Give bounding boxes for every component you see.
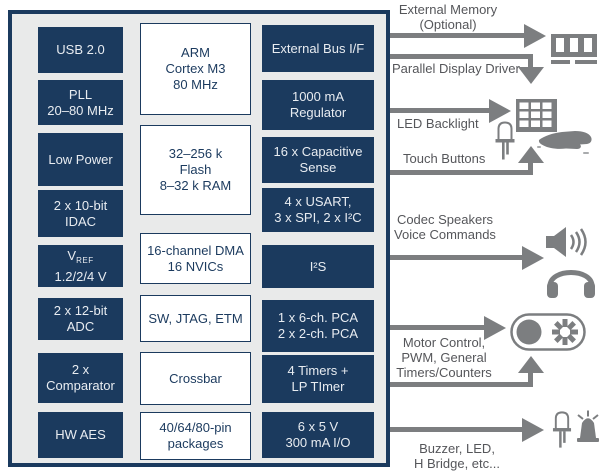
speaker-icon [546,227,587,257]
arrowhead-down-icon [518,67,544,84]
block-label: Low Power [48,151,113,167]
block-pca: 1 x 6-ch. PCA 2 x 2-ch. PCA [262,300,374,352]
block-label: 6 x 5 V 300 mA I/O [285,419,351,450]
arrowhead-right-icon [489,99,511,123]
arrowhead-right-icon [524,24,546,48]
block-flash-ram: 32–256 k Flash 8–32 k RAM [140,125,251,215]
arrow-motor [390,325,484,330]
display-grid-icon [516,99,557,132]
memory-module-icon [551,34,597,64]
arrow-external-memory [390,33,524,38]
block-label: PLL 20–80 MHz [47,86,114,118]
block-hw-aes: HW AES [38,412,123,458]
arrowhead-right-icon [522,246,544,270]
block-label: 2 x Comparator [46,362,115,393]
vref-subscript: REF [76,255,94,265]
arrow-parallel-display [390,54,533,59]
block-label: 1000 mA Regulator [289,89,347,120]
headphones-icon [547,270,595,298]
arrow-buzzer [390,427,522,432]
block-label: ARM Cortex M3 80 MHz [165,45,226,92]
block-usart-spi-i2c: 4 x USART, 3 x SPI, 2 x I²C [262,188,374,232]
arrowhead-right-icon [522,418,544,442]
arrow-touch-buttons [390,170,533,175]
block-label: 1 x 6-ch. PCA 2 x 2-ch. PCA [277,310,359,341]
label-buzzer-led: Buzzer, LED, H Bridge, etc... [414,441,500,471]
led-icon [552,411,572,448]
touch-hand-icon [537,131,592,154]
block-i2s: I²S [262,245,374,288]
block-low-power: Low Power [38,133,123,186]
block-packages: 40/64/80-pin packages [140,412,251,460]
arrow-led-backlight [390,108,489,113]
block-comparator: 2 x Comparator [38,353,123,403]
block-vref: VREF 1.2/2/4 V [38,245,123,287]
led-icon [495,121,515,160]
block-label: 40/64/80-pin packages [159,420,232,451]
vref-value: 1.2/2/4 V [54,268,107,284]
block-label: 2 x 10-bit IDAC [53,197,108,229]
block-arm-core: ARM Cortex M3 80 MHz [140,23,251,115]
block-label: I²S [309,258,327,274]
arrow-touch-buttons-rise [528,161,533,171]
arrow-motor-up [390,382,533,387]
block-idac: 2 x 10-bit IDAC [38,190,123,237]
block-label: Crossbar [169,370,222,386]
block-regulator: 1000 mA Regulator [262,80,374,130]
block-external-bus: External Bus I/F [262,25,374,72]
block-label: 16-channel DMA 16 NVICs [147,242,244,274]
label-led-backlight: LED Backlight [397,116,479,131]
label-motor-control: Motor Control, PWM, General Timers/Count… [396,335,492,380]
buzzer-icon [577,410,599,442]
block-io: 6 x 5 V 300 mA I/O [262,412,374,458]
arrowhead-up-icon [518,146,544,163]
chip-outline: USB 2.0 PLL 20–80 MHz Low Power 2 x 10-b… [8,10,390,467]
arrowhead-up-icon [518,356,544,373]
label-touch-buttons: Touch Buttons [403,151,486,166]
block-label: 16 x Capacitive Sense [273,144,363,175]
motor-icon [510,313,586,351]
block-timers: 4 Timers + LP TImer [262,355,374,403]
block-debug: SW, JTAG, ETM [140,295,251,342]
block-label: USB 2.0 [56,42,105,57]
block-label: 4 x USART, 3 x SPI, 2 x I²C [274,194,362,225]
block-label: HW AES [55,427,106,442]
block-pll: PLL 20–80 MHz [38,80,123,125]
label-external-memory: External Memory (Optional) [398,2,498,32]
block-cap-sense: 16 x Capacitive Sense [262,137,374,183]
block-label: 4 Timers + LP TImer [287,363,349,394]
arrow-motor-up-rise [528,372,533,383]
block-label: VREF 1.2/2/4 V [54,248,106,285]
block-dma-nvic: 16-channel DMA 16 NVICs [140,233,251,284]
vref-base: V [67,247,77,263]
block-label: SW, JTAG, ETM [148,310,243,326]
block-adc: 2 x 12-bit ADC [38,298,123,340]
arrow-codec [390,255,522,260]
block-label: External Bus I/F [271,40,365,56]
block-crossbar: Crossbar [140,352,251,405]
arrowhead-right-icon [484,316,506,340]
arrow-parallel-display-drop [528,54,533,69]
block-label: 32–256 k Flash 8–32 k RAM [159,146,232,193]
label-codec-speakers: Codec Speakers Voice Commands [394,212,496,242]
block-usb: USB 2.0 [38,27,123,73]
block-label: 2 x 12-bit ADC [53,303,108,334]
label-parallel-display: Parallel Display Driver [392,61,520,76]
